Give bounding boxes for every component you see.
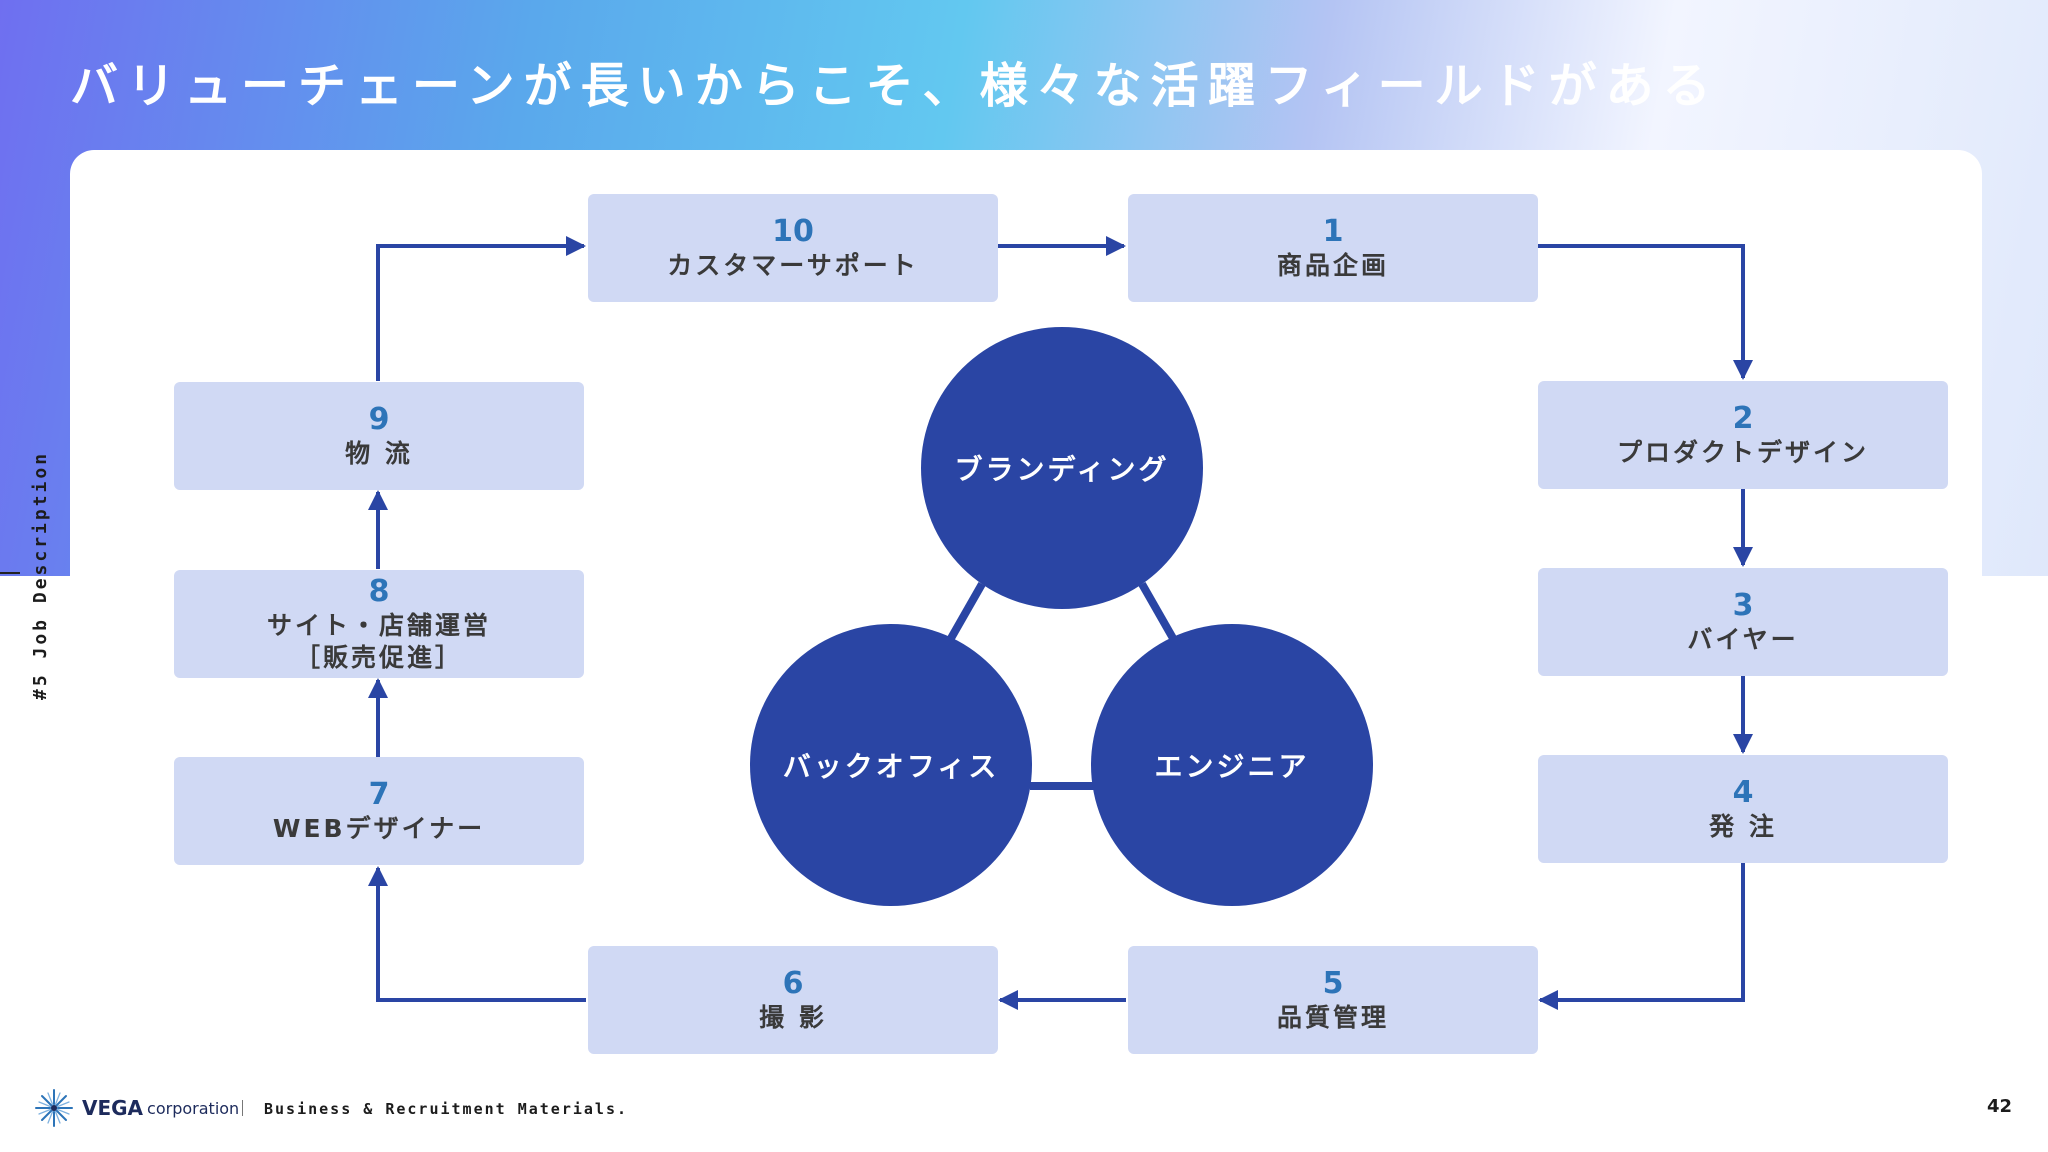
step-8-site-store-operations: 8 サイト・店舗運営 ［販売促進］ [174,570,584,678]
step-label: 発 注 [1709,812,1777,841]
link-branding-engineer [1138,582,1178,642]
link-branding-backoffice [946,582,986,642]
footer-tagline: Business & Recruitment Materials. [264,1100,629,1118]
step-number: 4 [1732,775,1754,810]
step-label: WEBデザイナー [272,814,486,843]
step-5-quality-control: 5 品質管理 [1128,946,1538,1054]
step-label: バイヤー [1687,625,1799,654]
step-number: 8 [368,574,390,609]
step-label: プロダクトデザイン [1616,438,1869,467]
brand-name: VEGA [82,1096,144,1120]
arrow-6-to-7 [368,866,586,1002]
arrow-4-to-5 [1538,863,1745,1010]
step-number: 2 [1732,401,1754,436]
star-burst-icon [35,1089,73,1127]
footer-divider [242,1100,243,1116]
step-number: 3 [1732,588,1754,623]
step-number: 9 [368,402,390,437]
step-7-web-designer: 7 WEBデザイナー [174,757,584,865]
arrow-1-to-2 [1538,244,1753,380]
step-4-ordering: 4 発 注 [1538,755,1948,863]
step-label: 商品企画 [1276,251,1389,280]
step-3-buyer: 3 バイヤー [1538,568,1948,676]
step-2-product-design: 2 プロダクトデザイン [1538,381,1948,489]
step-number: 10 [772,214,814,249]
step-label: 品質管理 [1276,1003,1389,1032]
brand-suffix: corporation [147,1098,240,1118]
circle-engineer: エンジニア [1091,624,1373,906]
step-number: 5 [1322,966,1344,1001]
step-number: 7 [368,777,390,812]
step-9-logistics: 9 物 流 [174,382,584,490]
circle-back-office: バックオフィス [750,624,1032,906]
side-tick-mark [0,572,20,574]
page-number: 42 [1986,1096,2012,1117]
arrow-9-to-10 [376,236,586,381]
step-label: カスタマーサポート [667,251,919,280]
company-logo: VEGA corporation [34,1088,239,1128]
page-title: バリューチェーンが長いからこそ、様々な活躍フィールドがある [70,58,1720,114]
step-label: 物 流 [345,439,413,468]
step-number: 6 [782,966,804,1001]
step-label: サイト・店舗運営 ［販売促進］ [266,611,491,672]
step-number: 1 [1322,214,1344,249]
step-6-photography: 6 撮 影 [588,946,998,1054]
step-1-product-planning: 1 商品企画 [1128,194,1538,302]
step-10-customer-support: 10 カスタマーサポート [588,194,998,302]
circle-branding: ブランディング [921,327,1203,609]
step-label: 撮 影 [759,1003,827,1032]
